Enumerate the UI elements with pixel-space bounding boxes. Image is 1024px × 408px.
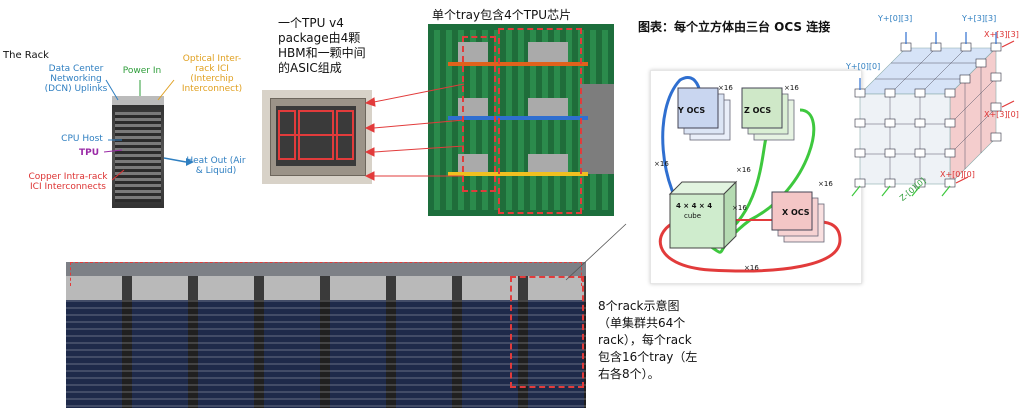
optical-ici-label: Optical Inter-rack ICI (Interchip Interc… (181, 54, 243, 94)
package-line2: package由4颗 (278, 31, 361, 45)
racks-callout-line (565, 223, 627, 281)
racks-caption-line3: rack），每个rack (598, 333, 692, 347)
grid-y00-label: Y+[0][0] (846, 62, 881, 71)
rack-highlight (510, 276, 584, 388)
torus-grid (851, 32, 1015, 197)
cpu-host-label: CPU Host (61, 134, 103, 144)
package-line1: 一个TPU v4 (278, 16, 344, 30)
racks-caption-line2: （单集群共64个 (598, 316, 686, 330)
cube-label-line2: cube (684, 212, 702, 220)
x-ocs-label: X OCS (782, 208, 810, 217)
tray-caption: 单个tray包含4个TPU芯片 (432, 8, 572, 22)
package-line4: 的ASIC组成 (278, 61, 342, 75)
red-outer-mult: ×16 (744, 264, 759, 272)
racks-caption-line4: 包含16个tray（左 (598, 350, 698, 364)
ocs-diagram (658, 76, 842, 273)
racks-photo (66, 262, 586, 408)
x-ocs-mult: ×16 (818, 180, 833, 188)
racks-caption-line1: 8个rack示意图 (598, 299, 680, 313)
green-link-mult: ×16 (736, 166, 751, 174)
power-in-label: Power In (122, 66, 162, 76)
package-caption: 一个TPU v4 package由4颗 HBM和一颗中间 的ASIC组成 (278, 16, 366, 76)
heat-out-label: Heat Out (Air & Liquid) (186, 156, 246, 176)
grid-x00-label: X+[0][0] (940, 170, 975, 179)
rack-photo (112, 96, 164, 208)
tray-highlight-right (498, 28, 582, 214)
racks-caption-line5: 右各8个）。 (598, 367, 660, 381)
racks-caption: 8个rack示意图 （单集群共64个 rack），每个rack 包含16个tra… (598, 298, 697, 383)
package-to-tray-arrows (364, 83, 465, 181)
y-ocs-label: Y OCS (678, 106, 706, 115)
tpu-label: TPU (78, 148, 100, 158)
z-ocs-mult: ×16 (784, 84, 799, 92)
cube-label-line1: 4 × 4 × 4 (676, 202, 713, 210)
blue-link-mult: ×16 (654, 160, 669, 168)
grid-y03-label: Y+[0][3] (878, 14, 913, 23)
y-ocs-mult: ×16 (718, 84, 733, 92)
tray-highlight-left (462, 36, 496, 192)
red-link (658, 218, 842, 273)
z-ocs-label: Z OCS (744, 106, 772, 115)
copper-ici-label: Copper Intra-rack ICI Interconnects (28, 172, 108, 192)
tpu-package-photo (262, 90, 372, 184)
rack-callout-lines (103, 79, 194, 181)
grid-x33-label: X+[3][3] (984, 30, 1019, 39)
grid-x30-label: X+[3][0] (984, 110, 1019, 119)
grid-y33-label: Y+[3][3] (962, 14, 997, 23)
package-line3: HBM和一颗中间 (278, 46, 366, 60)
racks-outline (70, 262, 582, 286)
ocs-title: 图表：每个立方体由三台 OCS 连接 (638, 20, 831, 34)
dcn-label: Data Center Networking (DCN) Uplinks (44, 64, 108, 94)
rack-title: The Rack (3, 50, 49, 61)
red-inner-mult: ×16 (732, 204, 747, 212)
